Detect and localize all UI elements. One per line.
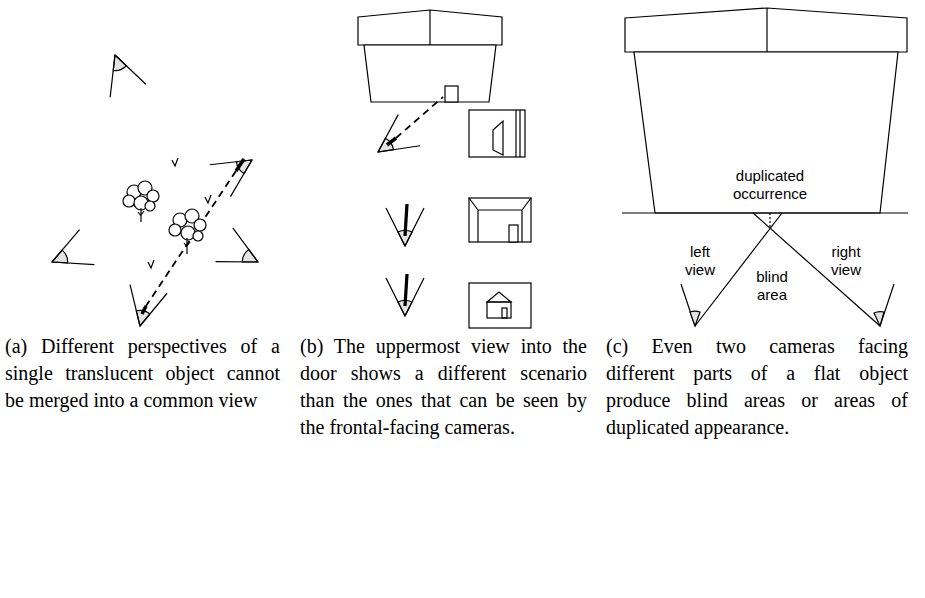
area-label: blind area: [747, 268, 797, 304]
subfigure-caption: (c) Even two cameras facing different pa…: [606, 333, 908, 441]
subfigure-caption: (b) The uppermost view into the door sho…: [300, 333, 587, 441]
subfigure-caption: (a) Different perspectives of a single t…: [5, 333, 280, 414]
panel-c: [622, 8, 908, 326]
panel-a: [45, 49, 267, 331]
area-label: duplicated occurrence: [720, 167, 820, 203]
view-label: left view: [677, 243, 723, 279]
view-label: right view: [823, 243, 869, 279]
panel-b: [358, 10, 531, 328]
